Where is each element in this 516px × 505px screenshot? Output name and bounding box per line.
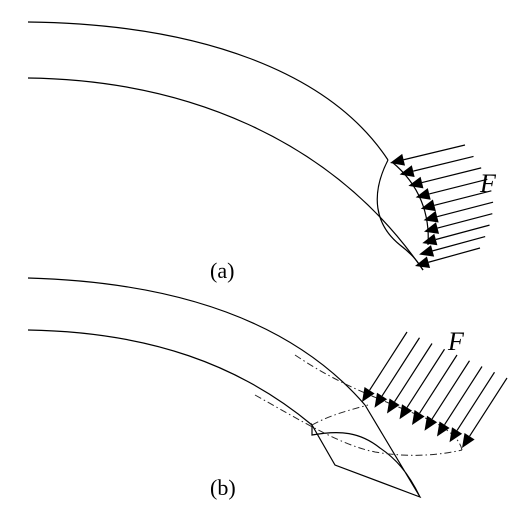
- panel-a-force-arrow: [420, 190, 492, 212]
- panel-b-force-arrows: [362, 331, 508, 448]
- panel-b-deformed-tip: [311, 404, 422, 499]
- panel-a-force-arrow: [390, 144, 466, 166]
- panel-b-force-arrow: [424, 360, 471, 431]
- panel-a-pressure-envelope: [376, 159, 424, 271]
- panel-b-force-arrow: [399, 348, 446, 420]
- panel-b-upper-surface: [27, 277, 366, 406]
- panel-b-force-arrow: [387, 343, 433, 414]
- panel-a-force-arrow: [415, 247, 481, 269]
- panel-b-lower-surface: [27, 329, 313, 426]
- panel-a-force-arrow: [422, 224, 490, 246]
- panel-b-force-arrow: [449, 371, 496, 443]
- panel-b-force-label: F: [447, 327, 465, 356]
- panel-b-deformed-outline-3: [311, 404, 369, 426]
- panel-a-force-label: F: [479, 169, 497, 198]
- panel-b: F (b): [27, 277, 508, 500]
- panel-b-force-arrow: [462, 377, 508, 448]
- panel-a-pressure-envelope-inner: [391, 161, 429, 246]
- panel-a-force-arrow: [423, 213, 493, 234]
- panel-a: F (a): [27, 21, 497, 283]
- panel-a-upper-surface: [27, 21, 389, 161]
- panel-b-force-arrow: [437, 366, 483, 437]
- panel-a-force-arrow: [423, 201, 494, 223]
- panel-a-force-arrow: [415, 178, 488, 200]
- panel-b-force-arrow: [374, 337, 421, 408]
- panel-b-deformed-outline-2: [254, 394, 463, 456]
- panel-b-force-arrow: [412, 354, 458, 425]
- panel-b-force-arrow: [362, 331, 408, 402]
- panel-a-lower-surface: [27, 77, 424, 271]
- panel-a-force-arrow: [408, 167, 482, 189]
- panel-a-force-arrow: [419, 235, 486, 257]
- panel-b-label: (b): [210, 475, 236, 500]
- panel-a-force-arrow: [399, 155, 474, 177]
- panel-a-force-arrows: [390, 144, 494, 269]
- panel-a-label: (a): [210, 258, 234, 283]
